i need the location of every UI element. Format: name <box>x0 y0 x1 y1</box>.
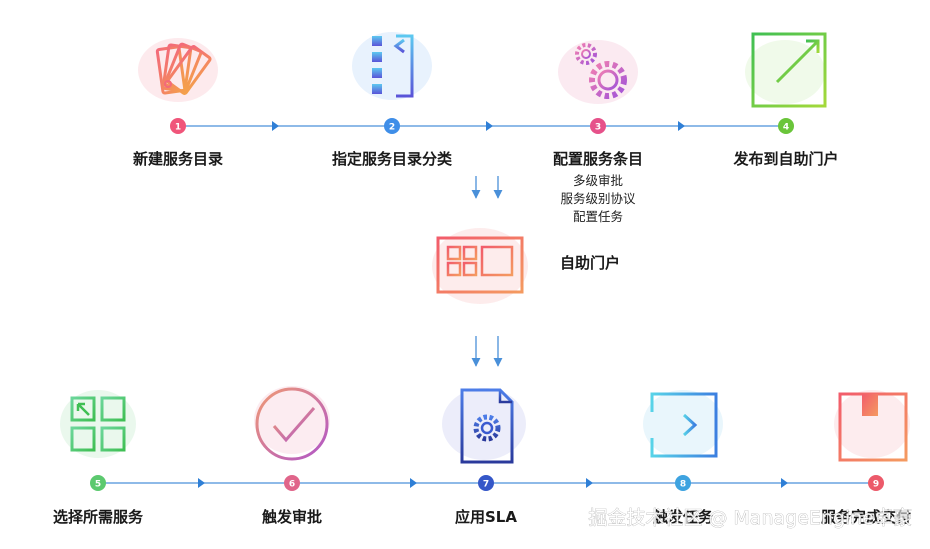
flow-arrow-icon <box>586 478 593 488</box>
category-list-icon <box>352 32 432 100</box>
publish-arrow-icon <box>745 32 827 108</box>
step-label: 新建服务目录 <box>133 150 223 168</box>
select-grid-icon <box>60 390 136 458</box>
config-detail-item: 多级审批 <box>573 173 623 188</box>
gears-icon <box>558 40 638 104</box>
svg-text:2: 2 <box>389 123 395 133</box>
flow-arrow-icon <box>198 478 205 488</box>
svg-text:7: 7 <box>483 480 489 490</box>
step-label: 选择所需服务 <box>53 508 144 526</box>
step-label: 触发任务 <box>653 508 714 526</box>
portal-screen-icon <box>432 228 528 305</box>
svg-text:8: 8 <box>680 480 686 490</box>
step-label: 配置服务条目 <box>553 150 643 168</box>
step-label: 应用SLA <box>455 508 517 526</box>
svg-text:5: 5 <box>95 480 101 490</box>
delivery-box-icon <box>834 390 910 462</box>
step-label: 服务完成交付 <box>821 508 911 526</box>
step-label: 指定服务目录分类 <box>332 150 453 168</box>
flow-arrow-icon <box>486 121 493 131</box>
svg-text:9: 9 <box>873 480 879 490</box>
step-label: 发布到自助门户 <box>732 150 838 168</box>
approve-check-icon <box>254 386 330 461</box>
step-number-badge: 6 <box>284 475 300 491</box>
step-label: 触发审批 <box>262 508 322 526</box>
config-detail-item: 配置任务 <box>573 209 623 224</box>
step-number-badge: 4 <box>778 118 794 134</box>
config-detail-item: 服务级别协议 <box>560 191 636 206</box>
step-number-badge: 9 <box>868 475 884 491</box>
svg-text:3: 3 <box>595 123 601 133</box>
watermark-text: 掘金技术社区 @ ManageEngine卓豪 <box>588 507 912 529</box>
step-number-badge: 3 <box>590 118 606 134</box>
flow-arrow-icon <box>678 121 685 131</box>
task-enter-icon <box>643 390 723 458</box>
portal-label: 自助门户 <box>560 254 620 272</box>
step-number-badge: 7 <box>478 475 494 491</box>
step-number-badge: 1 <box>170 118 186 134</box>
step-number-badge: 2 <box>384 118 400 134</box>
flow-arrow-icon <box>272 121 279 131</box>
flow-arrow-icon <box>781 478 788 488</box>
sla-document-icon <box>442 388 526 464</box>
cards-fan-icon <box>138 38 218 102</box>
svg-text:6: 6 <box>289 480 295 490</box>
flow-arrow-icon <box>410 478 417 488</box>
step-number-badge: 5 <box>90 475 106 491</box>
step-number-badge: 8 <box>675 475 691 491</box>
svg-text:4: 4 <box>783 123 789 133</box>
svg-text:1: 1 <box>175 123 181 133</box>
